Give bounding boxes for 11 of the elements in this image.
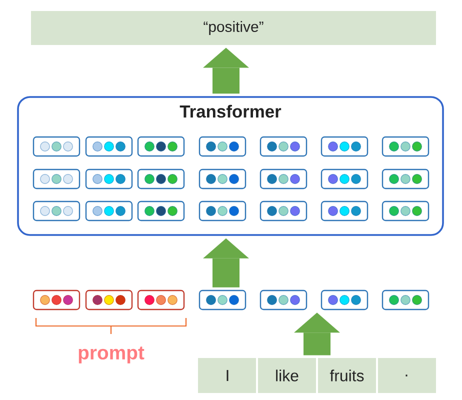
token-table [198, 358, 436, 393]
token-word: like [276, 370, 298, 382]
arrow [203, 48, 249, 94]
group-label: prompt [78, 346, 144, 364]
token-word: I [226, 370, 228, 381]
transformer-box: Transformer [17, 96, 444, 236]
output-box: “positive” [31, 11, 436, 45]
token-word: . [406, 374, 408, 376]
token-word: fruits [330, 370, 364, 382]
arrow [294, 312, 340, 356]
arrow [203, 238, 249, 288]
